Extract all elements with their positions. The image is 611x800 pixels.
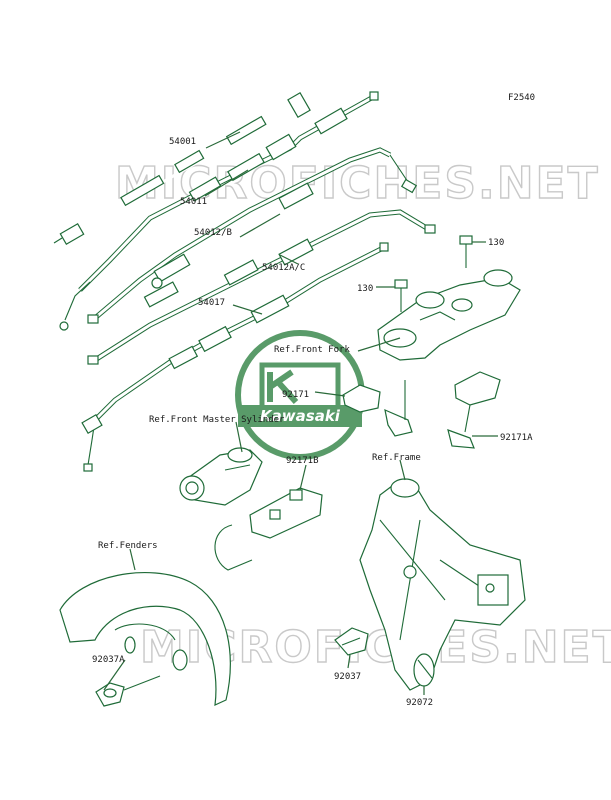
- front-master-cylinder: [179, 447, 263, 506]
- clamp-92037: [334, 627, 369, 656]
- label-ref-front-master-sylinder: Ref.Front Master Sylinder: [149, 415, 285, 425]
- figure-code: F2540: [508, 93, 535, 103]
- label-92037a: 92037A: [92, 655, 125, 665]
- cable-54012ac: [87, 209, 436, 365]
- label-130-left: 130: [357, 284, 373, 294]
- guide-92171: [342, 380, 413, 437]
- label-54012ac: 54012A/C: [262, 263, 305, 273]
- cable-54012b: [87, 147, 418, 324]
- front-fender: [59, 571, 231, 706]
- bolt-130-right: [459, 235, 473, 268]
- cable-54001: [53, 92, 311, 246]
- label-92171: 92171: [282, 390, 309, 400]
- label-ref-frame: Ref.Frame: [372, 453, 421, 463]
- logo-text: Kawasaki: [260, 407, 341, 425]
- label-54011: 54011: [180, 197, 207, 207]
- cable-54011: [59, 91, 379, 331]
- leader-lines: [103, 131, 498, 695]
- label-54001: 54001: [169, 137, 196, 147]
- kawasaki-logo: Kawasaki: [235, 330, 365, 460]
- clamp-92037a: [95, 675, 161, 707]
- cable-54017: [81, 242, 389, 472]
- label-ref-front-fork: Ref.Front Fork: [274, 345, 350, 355]
- label-54017: 54017: [198, 298, 225, 308]
- label-92171a: 92171A: [500, 433, 533, 443]
- frame: [359, 478, 526, 691]
- label-92171b: 92171B: [286, 456, 319, 466]
- label-54012b: 54012/B: [194, 228, 232, 238]
- clamp-92072: [413, 653, 435, 687]
- label-92072: 92072: [406, 698, 433, 708]
- label-130-right: 130: [488, 238, 504, 248]
- label-92037: 92037: [334, 672, 361, 682]
- label-ref-fenders: Ref.Fenders: [98, 541, 158, 551]
- bolt-130-left: [394, 279, 408, 312]
- guide-92171a: [447, 371, 501, 449]
